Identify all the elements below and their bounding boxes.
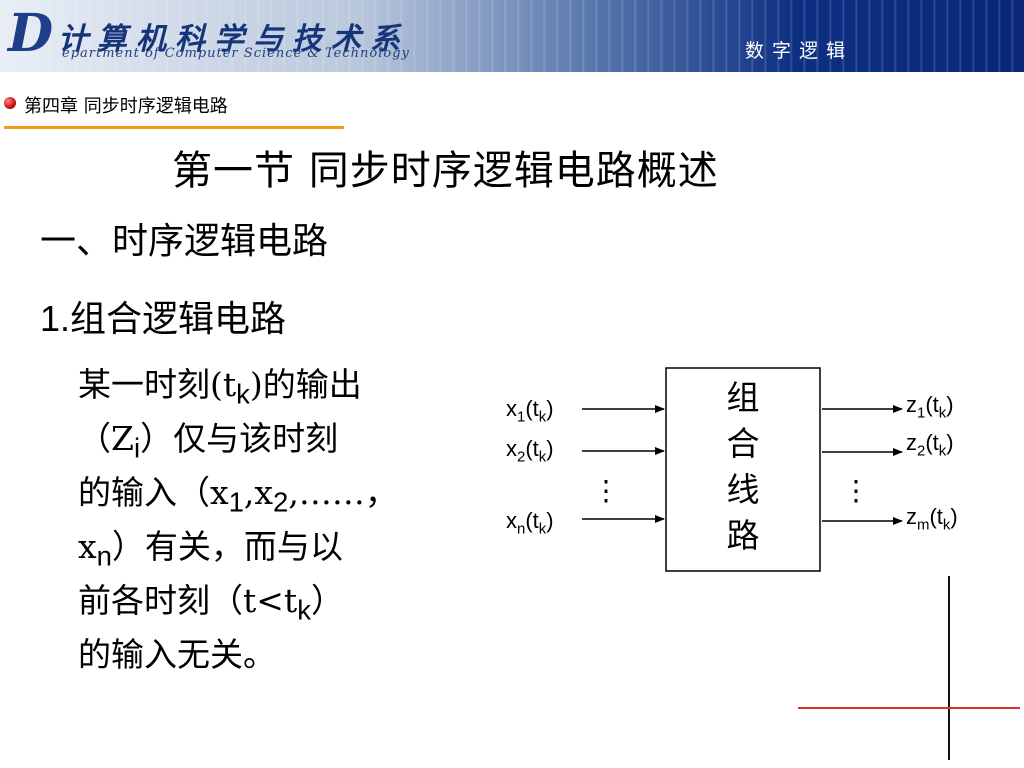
item-title: 组合逻辑电路: [70, 299, 287, 340]
paragraph-line: 的输入无关。: [78, 628, 518, 682]
text-run: ）仅与该时刻: [140, 419, 339, 458]
subscript: n: [96, 540, 112, 572]
paragraph-line: （Zi）仅与该时刻: [78, 412, 518, 466]
school-name: 计算机科学与技术系: [58, 22, 409, 57]
output-label: z2(tk): [906, 430, 954, 460]
item-heading: 1.组合逻辑电路: [40, 290, 286, 342]
text-run: 前各时刻（t<t: [78, 581, 298, 620]
paragraph-line: xn）有关，而与以: [78, 520, 518, 574]
text-run: 某一时刻(t: [78, 365, 237, 404]
text-run: （Z: [78, 419, 134, 458]
text-run: ,……，: [288, 473, 398, 512]
banner-texture: [0, 0, 1024, 72]
subscript: k: [297, 594, 311, 626]
description-paragraph: 某一时刻(tk)的输出 （Zi）仅与该时刻 的输入（x1,x2,……， xn）有…: [78, 358, 518, 682]
subscript: 2: [273, 486, 289, 518]
header-banner: D 计算机科学与技术系 epartment of Computer Scienc…: [0, 0, 1024, 72]
input-ellipsis: ⋮: [592, 474, 620, 507]
course-title: 数字逻辑: [744, 40, 853, 62]
text-run: ,x: [243, 473, 274, 512]
paragraph-line: 的输入（x1,x2,……，: [78, 466, 518, 520]
text-run: 的输入无关。: [78, 635, 276, 674]
text-run: x: [78, 527, 97, 566]
output-label: z1(tk): [906, 392, 954, 422]
item-number: 1.: [40, 298, 71, 339]
input-label: x2(tk): [506, 436, 554, 466]
output-ellipsis: ⋮: [842, 474, 870, 507]
paragraph-line: 某一时刻(tk)的输出: [78, 358, 518, 412]
output-label: zm(tk): [906, 504, 958, 534]
combinational-block: [665, 367, 821, 572]
section-title: 第一节 同步时序逻辑电路概述: [172, 148, 719, 194]
input-label: x1(tk): [506, 396, 554, 426]
subscript: k: [236, 378, 250, 410]
department-name-en: epartment of Computer Science & Technolo…: [62, 46, 410, 61]
text-run: 的输入（x: [78, 473, 229, 512]
decorative-horizontal-line: [798, 707, 1020, 709]
department-logo: D: [8, 3, 54, 64]
decorative-vertical-line: [948, 576, 950, 760]
bullet-icon: [4, 97, 16, 109]
block-char: 线: [726, 470, 760, 509]
text-run: ）有关，而与以: [111, 527, 343, 566]
text-run: ）: [310, 581, 344, 620]
subsection-title: 一、时序逻辑电路: [40, 221, 329, 262]
subscript: i: [133, 432, 141, 464]
chapter-title: 第四章 同步时序逻辑电路: [24, 96, 228, 117]
input-label: xn(tk): [506, 508, 554, 538]
block-char: 合: [726, 424, 760, 463]
block-char: 路: [726, 516, 760, 555]
subscript: 1: [228, 486, 244, 518]
paragraph-line: 前各时刻（t<tk）: [78, 574, 518, 628]
block-char: 组: [726, 378, 760, 417]
text-run: )的输出: [249, 365, 362, 404]
chapter-heading: 第四章 同步时序逻辑电路: [4, 92, 344, 129]
